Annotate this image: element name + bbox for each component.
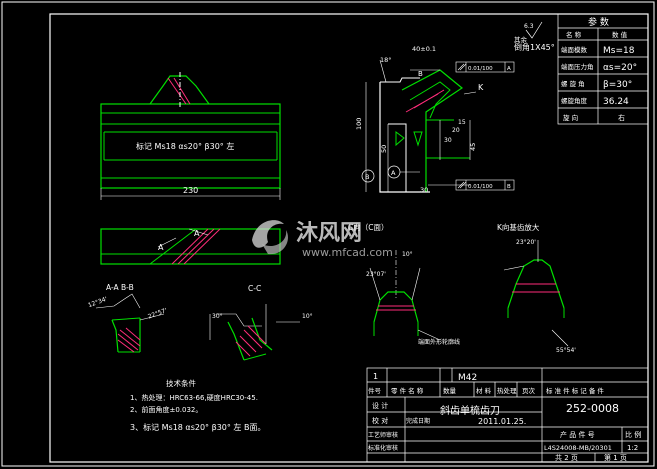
tolerance-frame-top [455, 61, 515, 73]
k-view [503, 240, 569, 347]
roughness-note: 其余 [514, 35, 528, 44]
note-outline: 端面外形轮廓线 [418, 338, 460, 346]
angle-10-c: 10° [402, 251, 413, 258]
dim-15: 15 [458, 119, 466, 126]
param-name-4: 旋 向 [563, 113, 578, 122]
view-k-title: K向基齿放大 [497, 222, 540, 232]
dim-height: 100 [355, 118, 363, 130]
hdr-qty: 数量 [443, 386, 457, 395]
tolerance-frame-bottom [455, 179, 515, 191]
tech-req-title: 技术条件 [166, 378, 196, 388]
param-name-3: 螺旋角度 [561, 96, 588, 105]
label-product-no: 产 品 件 号 [560, 430, 595, 439]
drawing-code: L4S24008-MB/20301 [544, 444, 612, 452]
section-cc-view [209, 304, 300, 361]
param-table-title: 参 数 [588, 16, 609, 28]
label-b: B [418, 70, 423, 78]
dim-30b: 30 [444, 137, 452, 144]
section-arrow-a-top: A [194, 229, 200, 238]
part-name: 斜齿单梳齿刀 [440, 404, 500, 417]
end-view [365, 59, 471, 193]
dim-20: 20 [452, 127, 460, 134]
section-cc-title: C-C [248, 284, 261, 293]
param-name-0: 端面模数 [561, 45, 588, 54]
hdr-std: 标 准 件 标 记 备 件 [546, 386, 604, 395]
row-process: 工艺师审核 [368, 431, 398, 439]
watermark-url: www.mfcad.com [302, 246, 393, 259]
front-view-mark-label: 标记 Ms18 αs20° β30° 左 [136, 141, 234, 151]
row-design: 设 计 [372, 401, 388, 410]
label-k: K [478, 83, 484, 92]
watermark-swoosh-icon [252, 220, 284, 248]
section-ab-view [95, 293, 165, 353]
param-head-name: 名 称 [566, 30, 582, 39]
watermark-brand: 沐风网 [296, 221, 362, 246]
row-check: 校 对 [372, 416, 388, 425]
param-value-4: 右 [618, 113, 625, 122]
param-value-2: β=30° [603, 80, 632, 90]
tech-req-item-1: 1、热处理：HRC63-66,硬度HRC30-45. [130, 393, 258, 402]
param-value-1: αs=20° [603, 63, 637, 73]
datum-b-symbol: B [365, 173, 369, 181]
dim-45: 45 [469, 143, 477, 151]
param-value-3: 36.24 [603, 97, 629, 107]
tolerance-datum-bottom: B [507, 184, 511, 190]
param-name-2: 螺 旋 角 [561, 79, 585, 88]
datum-b-circle [361, 169, 375, 183]
hdr-material: 材 料 [476, 386, 492, 395]
tech-req-item-2: 2、前面角度±0.032。 [130, 405, 202, 414]
drawing-number: 252-0008 [566, 402, 619, 415]
sheets-total: 共 2 页 [555, 453, 578, 462]
c-direction-view [369, 250, 441, 341]
hdr-page: 页次 [522, 386, 536, 395]
dim-width: 40±0.1 [412, 45, 436, 53]
inner-frame [49, 13, 649, 463]
param-head-value: 数 值 [612, 30, 628, 39]
dim-50: 50 [380, 145, 388, 153]
section-ab-title: A-A B-B [106, 283, 134, 292]
label-date: 完成日期 [406, 417, 430, 425]
sheet-number: 第 1 页 [604, 453, 627, 462]
param-value-0: Ms=18 [603, 46, 635, 56]
title-block-qty: 1 [373, 372, 378, 381]
angle-23-20: 23°20' [516, 239, 536, 246]
tolerance-value-bottom: 0.01/100 [468, 184, 493, 190]
drawing-date: 2011.01.25. [478, 417, 526, 426]
label-scale: 比 例 [625, 430, 641, 439]
drawing-scale: 1:2 [627, 444, 638, 452]
row-standard: 标准化审核 [368, 444, 398, 452]
title-block-grid [366, 367, 649, 463]
param-name-1: 端面压力角 [561, 62, 594, 71]
angle-30-cc: 30° [212, 313, 223, 320]
watermark-logo: 沐风网 www.mfcad.com [252, 220, 393, 259]
dim-30: 30 [420, 186, 428, 194]
roughness-value: 6.3 [524, 23, 534, 30]
chamfer-note: 倒角1X45° [514, 42, 555, 52]
param-table [557, 13, 649, 125]
watermark: 沐风网 www.mfcad.com [248, 210, 408, 266]
tolerance-value-top: 0.01/100 [468, 66, 493, 72]
section-arrow-a-bottom: A [158, 243, 164, 252]
angle-23-07: 23°07' [366, 271, 386, 278]
hdr-item-no: 件号 [368, 386, 382, 395]
angle-55-54: 55°54' [556, 347, 576, 354]
length-dim-text: 230 [183, 186, 198, 195]
front-view [100, 72, 281, 189]
tolerance-datum-top: A [507, 66, 511, 72]
angle-22-57: 22°57' [147, 307, 168, 321]
hdr-part-name: 零 件 名 称 [391, 386, 424, 395]
roughness-symbol-mark [525, 21, 543, 39]
tech-req-item-3: 3、标记 Ms18 αs20° β30° 左 B面。 [130, 422, 265, 432]
hdr-heat: 热处理 [497, 386, 517, 395]
angle-10-cc: 10° [302, 313, 313, 320]
view-c-title: C向（C面） [348, 222, 388, 232]
datum-a-symbol: A [391, 169, 396, 177]
title-block-material: M42 [458, 373, 477, 383]
angle-18: 18° [380, 56, 392, 64]
